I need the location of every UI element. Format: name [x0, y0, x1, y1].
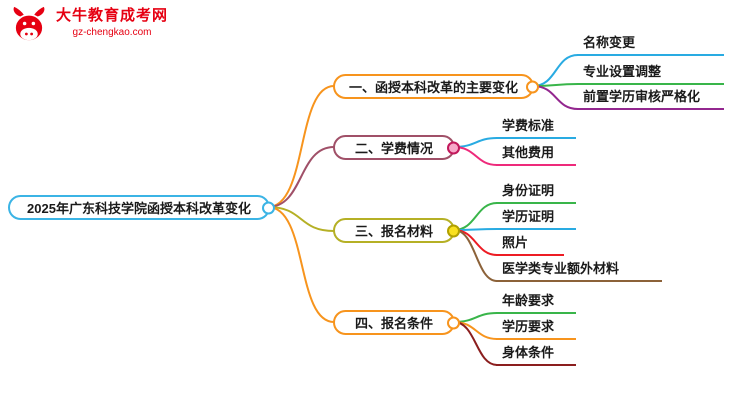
- branch-node-materials[interactable]: 三、报名材料: [333, 218, 460, 243]
- branch-node-label: 四、报名条件: [354, 316, 433, 331]
- branch-node-label: 一、函授本科改革的主要变化: [348, 80, 518, 95]
- bull-logo-icon: [13, 6, 45, 41]
- leaf-node-education-requirement[interactable]: 学历要求: [496, 319, 576, 340]
- leaf-node-stricter-review[interactable]: 前置学历审核严格化: [577, 89, 724, 110]
- leaf-node-age-requirement[interactable]: 年龄要求: [496, 293, 576, 314]
- leaf-node-identity-proof[interactable]: 身份证明: [496, 183, 576, 204]
- leaf-node-other-fees[interactable]: 其他费用: [496, 145, 576, 166]
- branch-node-main-changes[interactable]: 一、函授本科改革的主要变化: [333, 74, 539, 99]
- branch-node-label: 二、学费情况: [354, 141, 433, 156]
- branch-node-label: 三、报名材料: [354, 224, 433, 239]
- site-logo: 大牛教育成考网 gz-chengkao.com: [8, 6, 168, 48]
- leaf-node-major-adjustment[interactable]: 专业设置调整: [577, 64, 724, 85]
- branch-collapse-handle[interactable]: [526, 80, 539, 93]
- logo-title: 大牛教育成考网: [56, 7, 169, 24]
- logo-text: 大牛教育成考网 gz-chengkao.com: [56, 6, 168, 39]
- root-node[interactable]: 2025年广东科技学院函授本科改革变化: [8, 195, 275, 220]
- branch-node-conditions[interactable]: 四、报名条件: [333, 310, 460, 335]
- leaf-node-education-proof[interactable]: 学历证明: [496, 209, 576, 230]
- branch-collapse-handle[interactable]: [447, 316, 460, 329]
- leaf-node-tuition-standard[interactable]: 学费标准: [496, 118, 576, 139]
- root-node-label: 2025年广东科技学院函授本科改革变化: [27, 201, 251, 216]
- branch-node-tuition[interactable]: 二、学费情况: [333, 135, 460, 160]
- branch-collapse-handle[interactable]: [447, 141, 460, 154]
- branch-collapse-handle[interactable]: [447, 224, 460, 237]
- leaf-node-medical-extra[interactable]: 医学类专业额外材料: [496, 261, 662, 282]
- leaf-node-photos[interactable]: 照片: [496, 235, 564, 256]
- leaf-node-physical-condition[interactable]: 身体条件: [496, 345, 576, 366]
- root-collapse-handle[interactable]: [262, 201, 275, 214]
- leaf-node-name-change[interactable]: 名称变更: [577, 35, 724, 56]
- logo-url: gz-chengkao.com: [72, 27, 152, 38]
